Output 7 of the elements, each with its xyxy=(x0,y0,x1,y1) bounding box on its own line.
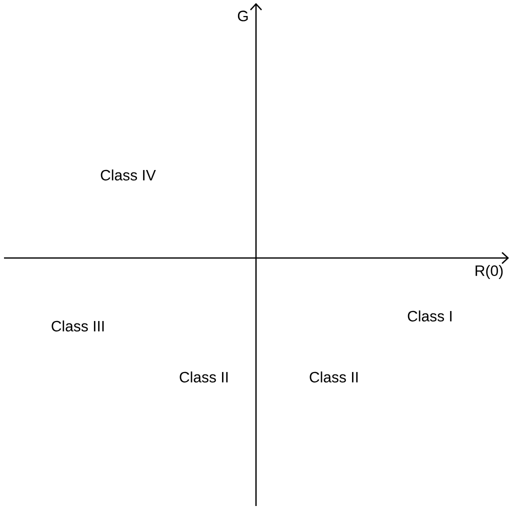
axis-label: R(0) xyxy=(476,265,503,279)
axis-label: G xyxy=(238,10,248,22)
quadrant-label: Class IV xyxy=(100,169,156,180)
quadrant-label: Class II xyxy=(180,371,228,382)
quadrant-label: Class III xyxy=(52,320,104,332)
quadrant-label: Class II xyxy=(310,371,358,382)
quadrant-label: Class I xyxy=(408,310,452,322)
